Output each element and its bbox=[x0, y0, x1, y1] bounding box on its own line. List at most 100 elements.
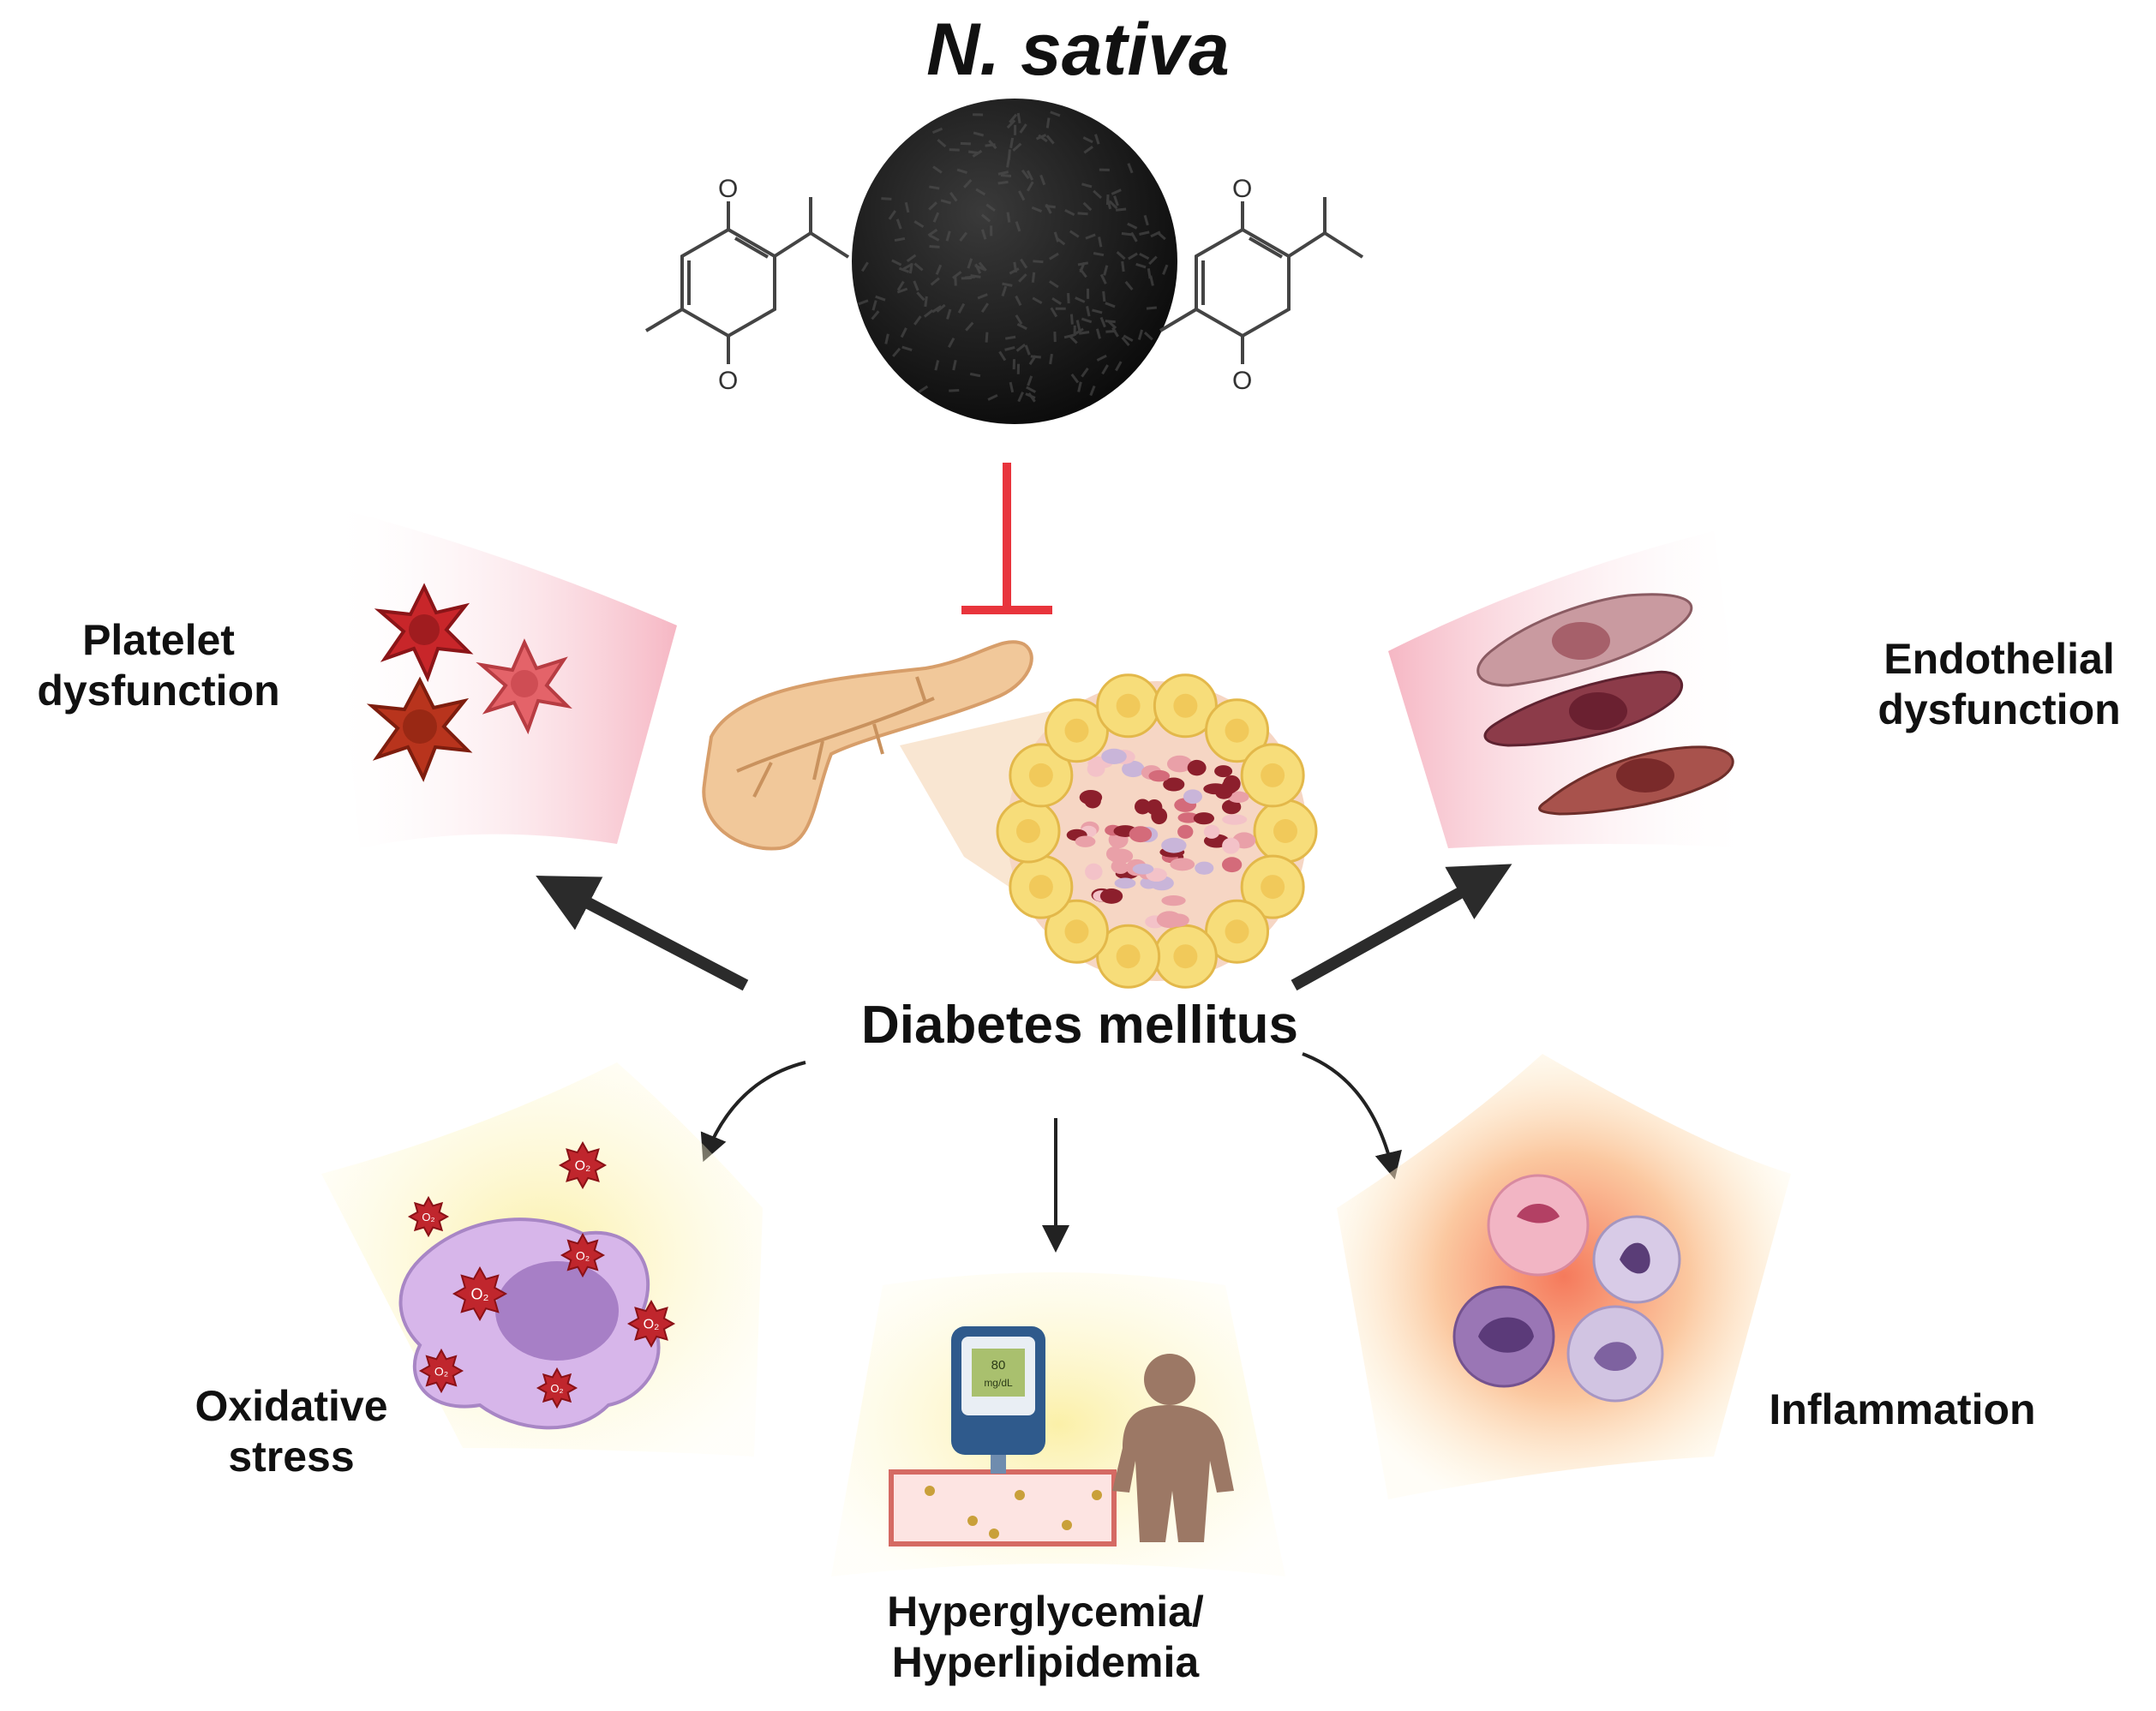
acinus-core bbox=[1117, 944, 1141, 968]
ros-label: O₂ bbox=[434, 1364, 448, 1378]
seed-speckle bbox=[1051, 354, 1052, 364]
label-line: Platelet bbox=[0, 615, 317, 666]
ros-label: O₂ bbox=[550, 1382, 563, 1395]
seed-cluster-icon bbox=[852, 99, 1177, 424]
seed-speckle bbox=[998, 182, 1009, 183]
thymoquinone-molecule-right-icon: O O bbox=[1160, 175, 1362, 395]
seed-speckle bbox=[929, 187, 939, 188]
islet-cell bbox=[1214, 765, 1232, 777]
glucometer-icon: 80 mg/dL bbox=[951, 1326, 1045, 1474]
seed-speckle bbox=[968, 152, 979, 153]
ros-icon: O₂ bbox=[560, 1143, 605, 1188]
seed-speckle bbox=[895, 238, 905, 240]
seed-speckle bbox=[949, 150, 960, 151]
islet-cell bbox=[1222, 857, 1242, 872]
label-line: Hyperglycemia/ bbox=[823, 1587, 1268, 1637]
ros-label: O₂ bbox=[575, 1159, 591, 1174]
islet-cell bbox=[1100, 888, 1123, 904]
label-line: Oxidative bbox=[137, 1381, 446, 1432]
ros-label: O₂ bbox=[471, 1286, 489, 1303]
oxygen-atom-top: O bbox=[1232, 175, 1252, 203]
islet-cell bbox=[1109, 848, 1134, 864]
islet-cell bbox=[1135, 799, 1151, 814]
seed-speckle bbox=[965, 277, 975, 278]
islet-cell bbox=[1204, 825, 1220, 839]
immune-cell-icon bbox=[1594, 1217, 1680, 1302]
blood-vessel-icon bbox=[891, 1472, 1114, 1544]
label-line: Inflammation bbox=[1722, 1385, 2082, 1435]
seed-speckle bbox=[1104, 291, 1105, 302]
islet-cell bbox=[1115, 878, 1136, 889]
seed-speckle bbox=[1105, 331, 1116, 332]
seed-speckle bbox=[1116, 209, 1126, 210]
islet-cell bbox=[1170, 858, 1195, 870]
acinus-core bbox=[1029, 763, 1053, 787]
glucose-value: 80 bbox=[991, 1358, 1006, 1373]
islet-cell bbox=[1183, 789, 1202, 804]
islet-cell bbox=[1166, 913, 1189, 926]
seed-speckle bbox=[930, 247, 940, 248]
islet-cell bbox=[1075, 836, 1096, 847]
seed-speckle bbox=[1093, 254, 1104, 255]
acinus-core bbox=[1261, 763, 1285, 787]
glucose-unit: mg/dL bbox=[984, 1377, 1013, 1389]
islet-cell bbox=[1080, 790, 1102, 805]
oxidative-stress-label: Oxidative stress bbox=[137, 1381, 446, 1482]
islet-cell bbox=[1161, 895, 1185, 906]
islet-cell bbox=[1161, 838, 1186, 853]
islet-cell bbox=[1194, 812, 1214, 824]
title: N. sativa bbox=[821, 7, 1335, 93]
seed-speckle bbox=[925, 296, 927, 307]
label-line: Endothelial bbox=[1842, 634, 2156, 685]
seed-speckle bbox=[1047, 118, 1049, 129]
label-line: dysfunction bbox=[0, 666, 317, 716]
seed-speckle bbox=[1078, 263, 1088, 265]
hyperglycemia-label: Hyperglycemia/ Hyperlipidemia bbox=[823, 1587, 1268, 1688]
seed-speckle bbox=[1001, 175, 1011, 176]
seed-speckle bbox=[985, 145, 996, 146]
ros-label: O₂ bbox=[644, 1318, 660, 1332]
inflammation-label: Inflammation bbox=[1722, 1385, 2082, 1435]
islet-cell bbox=[1195, 862, 1213, 875]
islet-cell bbox=[1222, 814, 1247, 824]
seed-speckle bbox=[961, 143, 971, 144]
ros-label: O₂ bbox=[576, 1248, 590, 1262]
oxygen-atom-bottom: O bbox=[1232, 367, 1252, 395]
seed-speckle bbox=[1105, 321, 1116, 322]
acinus-core bbox=[1064, 919, 1088, 943]
seed-speckle bbox=[1031, 356, 1041, 357]
islet-cell bbox=[1222, 838, 1240, 854]
seed-speckle bbox=[910, 263, 912, 273]
islet-cell bbox=[1222, 780, 1238, 794]
center-label: Diabetes mellitus bbox=[771, 994, 1388, 1056]
label-line: dysfunction bbox=[1842, 685, 2156, 735]
seed-speckle bbox=[1005, 337, 1015, 338]
islet-cell bbox=[1148, 770, 1170, 782]
seed-speckle bbox=[881, 199, 891, 200]
seed-speckle bbox=[1122, 233, 1132, 234]
arrow-to-endothelial bbox=[1294, 876, 1491, 985]
seed-speckle bbox=[986, 332, 987, 343]
immune-cell-icon bbox=[1488, 1176, 1588, 1275]
islet-cell bbox=[1129, 826, 1153, 842]
seed-speckle bbox=[955, 276, 956, 286]
acinus-core bbox=[1064, 719, 1088, 743]
oxygen-atom-bottom: O bbox=[718, 367, 738, 395]
arrow-to-inflammation bbox=[1303, 1054, 1392, 1170]
seed-speckle bbox=[1015, 262, 1016, 272]
islet-cell bbox=[1133, 864, 1154, 875]
arrow-to-oxidative bbox=[707, 1062, 806, 1152]
seed-speckle bbox=[1011, 138, 1013, 148]
label-line: Hyperlipidemia bbox=[823, 1637, 1268, 1688]
platelet-dysfunction-label: Platelet dysfunction bbox=[0, 615, 317, 716]
seed-speckle bbox=[1033, 261, 1043, 262]
immune-cell-icon bbox=[1454, 1287, 1554, 1386]
ros-icon: O₂ bbox=[629, 1301, 674, 1346]
thymoquinone-molecule-left-icon: O O bbox=[646, 175, 848, 395]
acinus-core bbox=[1225, 919, 1249, 943]
ros-icon: O₂ bbox=[410, 1198, 447, 1235]
arrow-to-platelet bbox=[557, 887, 746, 985]
acinus-core bbox=[1173, 694, 1197, 718]
ros-icon: O₂ bbox=[454, 1268, 506, 1319]
